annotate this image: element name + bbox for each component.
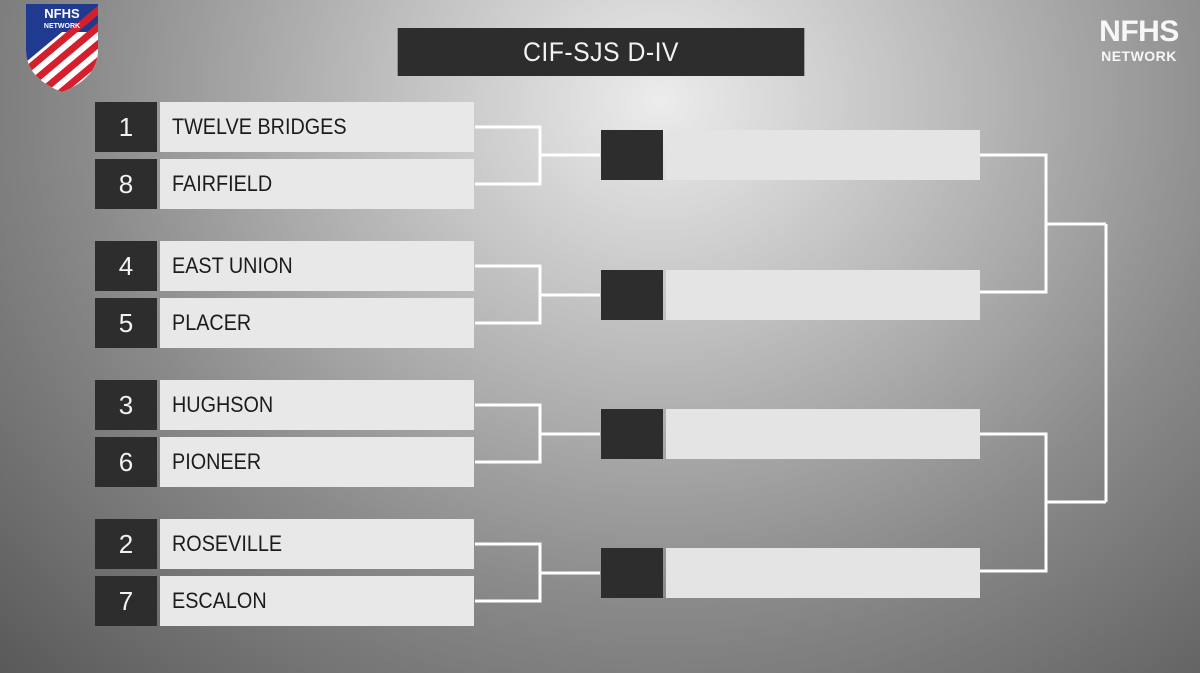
- team-slot-8: FAIRFIELD: [160, 159, 474, 209]
- round2-team-slot-3: [666, 409, 980, 459]
- seed-box-6: 6: [95, 437, 157, 487]
- team-slot-7: ESCALON: [160, 576, 474, 626]
- team-name: EAST UNION: [172, 253, 293, 278]
- team-slot-6: PIONEER: [160, 437, 474, 487]
- connector-match-4: [475, 542, 600, 603]
- bracket-title: CIF-SJS D-IV: [397, 28, 805, 76]
- seed-box-2: 2: [95, 519, 157, 569]
- round2-seed-box-1: [601, 130, 663, 180]
- round2-team-slot-1: [666, 130, 980, 180]
- round2-seed-box-2: [601, 270, 663, 320]
- seed-number: 8: [118, 168, 134, 199]
- team-slot-4: EAST UNION: [160, 241, 474, 291]
- seed-box-7: 7: [95, 576, 157, 626]
- round2-seed-box-3: [601, 409, 663, 459]
- seed-box-1: 1: [95, 102, 157, 152]
- team-slot-2: ROSEVILLE: [160, 519, 474, 569]
- logo-left-top-text: NFHS: [44, 6, 80, 21]
- connector-semi-top: [980, 153, 1106, 294]
- team-name: PIONEER: [172, 449, 262, 474]
- seed-number: 3: [118, 389, 134, 420]
- connector-match-1: [475, 125, 600, 186]
- logo-right-bottom-text: NETWORK: [1101, 48, 1177, 64]
- connector-match-3: [475, 403, 600, 464]
- team-name: FAIRFIELD: [172, 171, 273, 196]
- team-name: TWELVE BRIDGES: [172, 114, 347, 139]
- seed-box-3: 3: [95, 380, 157, 430]
- logo-left-bottom-text: NETWORK: [44, 23, 80, 30]
- nfhs-network-wordmark: NFHS NETWORK: [1086, 16, 1192, 72]
- team-slot-1: TWELVE BRIDGES: [160, 102, 474, 152]
- team-name: ROSEVILLE: [172, 531, 283, 556]
- seed-box-4: 4: [95, 241, 157, 291]
- nfhs-network-shield-logo: NFHS NETWORK: [26, 4, 98, 92]
- bracket-title-text: CIF-SJS D-IV: [523, 36, 679, 67]
- seed-number: 4: [118, 250, 134, 281]
- team-slot-3: HUGHSON: [160, 380, 474, 430]
- seed-number: 1: [118, 111, 134, 142]
- round2-seed-box-4: [601, 548, 663, 598]
- team-name: ESCALON: [172, 588, 267, 613]
- seed-box-5: 5: [95, 298, 157, 348]
- team-name: HUGHSON: [172, 392, 274, 417]
- seed-number: 5: [118, 307, 134, 338]
- team-slot-5: PLACER: [160, 298, 474, 348]
- seed-number: 7: [118, 585, 134, 616]
- seed-number: 6: [118, 446, 134, 477]
- seed-box-8: 8: [95, 159, 157, 209]
- connector-semi-bottom: [980, 432, 1106, 573]
- round2-team-slot-4: [666, 548, 980, 598]
- round2-team-slot-2: [666, 270, 980, 320]
- logo-right-top-text: NFHS: [1099, 15, 1179, 48]
- team-name: PLACER: [172, 310, 252, 335]
- connector-match-2: [475, 264, 600, 325]
- seed-number: 2: [118, 528, 134, 559]
